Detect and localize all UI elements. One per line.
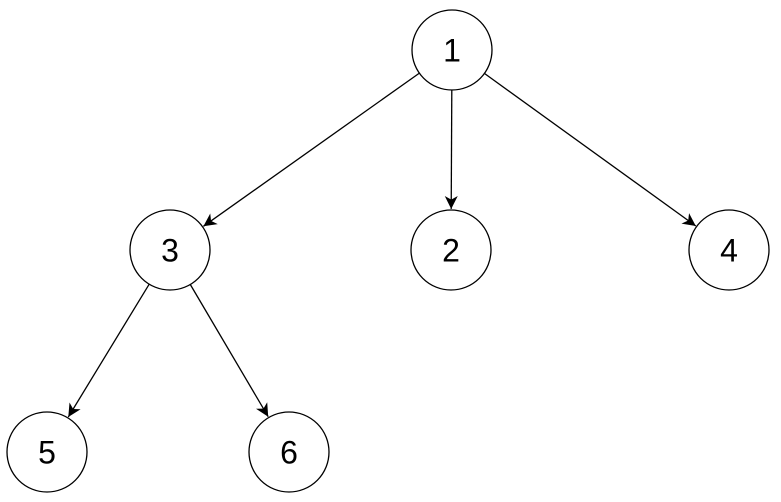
tree-node-6: 6 [248,411,330,493]
edge-1-2 [444,89,458,210]
edges-layer [67,72,697,418]
nodes-layer: 1 3 2 4 5 6 [6,9,770,493]
node-label-5: 5 [38,435,56,471]
tree-node-2: 2 [410,209,492,291]
node-circle-3 [129,209,211,291]
node-circle-6 [248,411,330,493]
edge-1-4 [484,72,697,227]
node-label-4: 4 [720,233,738,269]
tree-node-4: 4 [688,209,770,291]
node-label-3: 3 [161,233,179,269]
edge-1-3 [203,72,420,227]
edge-3-5 [67,283,150,418]
node-label-1: 1 [443,33,461,69]
tree-node-3: 3 [129,209,211,291]
edge-3-6 [189,284,269,418]
node-label-6: 6 [280,435,298,471]
tree-node-5: 5 [6,411,88,493]
tree-node-1: 1 [411,9,493,91]
node-label-2: 2 [442,233,460,269]
node-circle-5 [6,411,88,493]
node-circle-1 [411,9,493,91]
node-circle-2 [410,209,492,291]
node-circle-4 [688,209,770,291]
